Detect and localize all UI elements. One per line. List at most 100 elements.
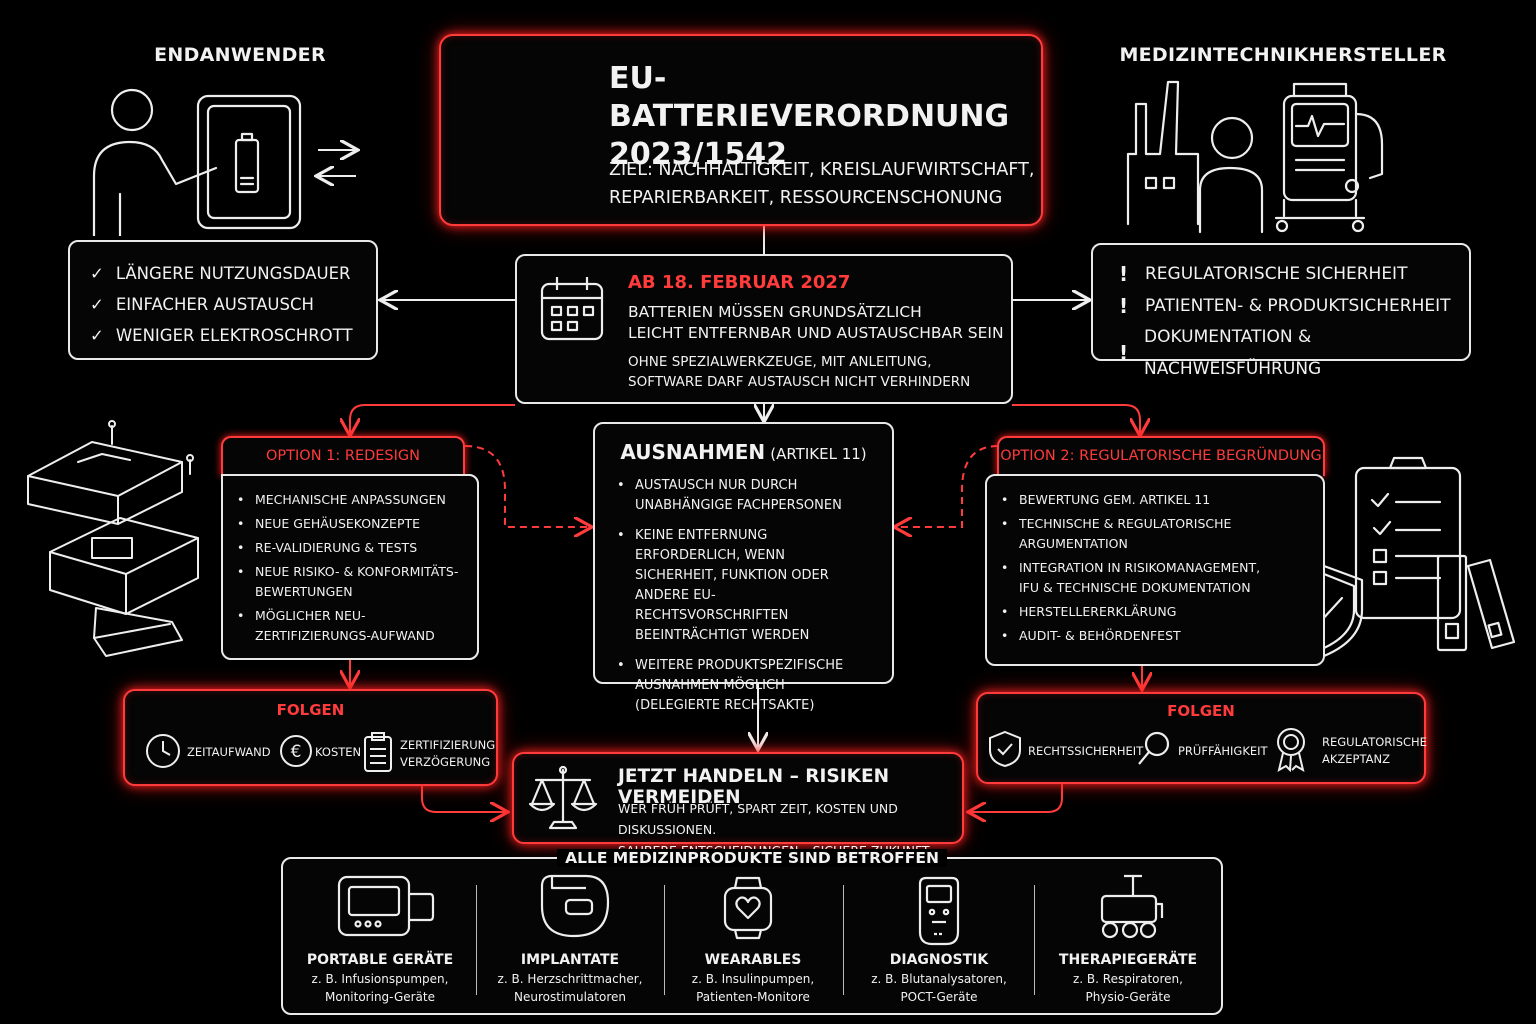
award-icon — [1277, 728, 1305, 772]
product-example-line2: Monitoring-Geräte — [325, 990, 435, 1004]
portable-device-icon — [337, 875, 435, 937]
product-example-line1: z. B. Insulinpumpen, — [691, 972, 815, 986]
calendar-icon — [540, 277, 604, 341]
deadline-line4: SOFTWARE DARF AUSTAUSCH NICHT VERHINDERN — [628, 374, 971, 390]
divider — [664, 885, 665, 995]
end-user-illustration — [92, 88, 302, 236]
option1-tab: OPTION 1: REDESIGN — [221, 436, 465, 476]
divider — [843, 885, 844, 995]
consequences2-title: FOLGEN — [1167, 702, 1235, 720]
manufacturer-heading: MEDIZINTECHNIKHERSTELLER — [1119, 44, 1447, 66]
end-user-heading: ENDANWENDER — [154, 44, 326, 66]
option1-title: OPTION 1: REDESIGN — [265, 448, 420, 464]
wearable-watch-icon — [723, 876, 773, 940]
list-item: HERSTELLERERKLÄRUNG — [1001, 602, 1271, 622]
therapy-device-icon — [1100, 874, 1164, 939]
exclamation-icon: ! — [1119, 340, 1129, 365]
option1-box: MECHANISCHE ANPASSUNGEN NEUE GEHÄUSEKONZE… — [221, 474, 479, 660]
consequences1-title: FOLGEN — [276, 701, 345, 719]
list-item: TECHNISCHE & REGULATORISCHE ARGUMENTATIO… — [1001, 514, 1271, 554]
product-example-line1: z. B. Respiratoren, — [1073, 972, 1183, 986]
main-goal-line2: REPARIERBARKEIT, RESSOURCENSCHONUNG — [609, 188, 1003, 208]
deadline-line1: BATTERIEN MÜSSEN GRUNDSÄTZLICH — [628, 303, 922, 321]
device-redesign-illustration — [27, 420, 199, 657]
product-example-line2: Neurostimulatoren — [514, 990, 626, 1004]
clipboard-icon — [364, 732, 392, 772]
checkmark-icon: ✓ — [90, 264, 104, 283]
product-name: THERAPIEGERÄTE — [1058, 952, 1198, 968]
product-name: WEARABLES — [704, 952, 802, 968]
product-example-line1: z. B. Blutanalysatoren, — [871, 972, 1007, 986]
consequence1-label-2: ZERTIFIZIERUNG VERZÖGERUNG — [400, 738, 496, 769]
benefit-item: ✓ EINFACHER AUSTAUSCH — [90, 289, 353, 320]
concern-label: REGULATORISCHE SICHERHEIT — [1145, 264, 1408, 284]
checkmark-icon: ✓ — [90, 295, 104, 314]
list-item: WEITERE PRODUKTSPEZIFISCHE AUSNAHMEN MÖG… — [617, 656, 855, 716]
consequence2-label-0: RECHTSSICHERHEIT — [1028, 744, 1144, 758]
consequences1-box: FOLGEN ZEITAUFWAND € KOSTEN ZERTIFIZIERU… — [123, 689, 498, 786]
shield-check-icon — [989, 730, 1021, 768]
product-example-line1: z. B. Herzschrittmacher, — [497, 972, 643, 986]
main-regulation-box: EU-BATTERIEVERORDNUNG 2023/1542 ZIEL: NA… — [439, 34, 1043, 226]
benefit-item: ✓ WENIGER ELEKTROSCHROTT — [90, 320, 353, 351]
benefit-label: LÄNGERE NUTZUNGSDAUER — [115, 264, 351, 283]
benefit-label: WENIGER ELEKTROSCHROTT — [115, 326, 353, 345]
exceptions-title-suffix: (ARTIKEL 11) — [770, 445, 867, 463]
end-user-benefits-box: ✓ LÄNGERE NUTZUNGSDAUER ✓ EINFACHER AUSTAUS… — [68, 240, 378, 360]
product-category: PORTABLE GERÄTE z. B. Infusionspumpen, M… — [288, 952, 472, 1006]
option2-title: OPTION 2: REGULATORISCHE BEGRÜNDUNG — [1000, 448, 1322, 464]
exceptions-title: AUSNAHMEN — [620, 440, 766, 464]
list-item: NEUE GEHÄUSEKONZEPTE — [237, 514, 467, 534]
product-example-line2: Physio-Geräte — [1085, 990, 1171, 1004]
concern-item: ! PATIENTEN- & PRODUKTSICHERHEIT — [1119, 291, 1469, 323]
exclamation-icon: ! — [1119, 293, 1129, 318]
list-item: MÖGLICHER NEU-ZERTIFIZIERUNGS-AUFWAND — [237, 606, 467, 646]
divider — [476, 885, 477, 995]
list-item: KEINE ENTFERNUNG ERFORDERLICH, WENN SICH… — [617, 526, 855, 646]
benefit-item: ✓ LÄNGERE NUTZUNGSDAUER — [90, 258, 353, 289]
list-item: BEWERTUNG GEM. ARTIKEL 11 — [1001, 490, 1271, 510]
concern-item: ! REGULATORISCHE SICHERHEIT — [1119, 259, 1469, 291]
consequence2-label-2: REGULATORISCHE AKZEPTANZ — [1322, 735, 1427, 766]
implant-icon — [540, 874, 610, 938]
option2-box: BEWERTUNG GEM. ARTIKEL 11 TECHNISCHE & RE… — [985, 474, 1325, 666]
consequence2-label-1: PRÜFFÄHIGKEIT — [1178, 744, 1268, 758]
product-name: PORTABLE GERÄTE — [306, 952, 454, 968]
manufacturer-concerns-box: ! REGULATORISCHE SICHERHEIT! PATIENTEN- & … — [1091, 243, 1471, 379]
concern-label: PATIENTEN- & PRODUKTSICHERHEIT — [1145, 295, 1451, 316]
main-title-line2: 2023/1542 — [609, 137, 787, 172]
benefit-label: EINFACHER AUSTAUSCH — [115, 295, 314, 314]
product-example-line1: z. B. Infusionspumpen, — [311, 972, 449, 986]
divider — [1034, 885, 1035, 995]
euro-icon: € — [280, 735, 312, 767]
deadline-line3: OHNE SPEZIALWERKZEUGE, MIT ANLEITUNG, — [628, 354, 932, 370]
exclamation-icon: ! — [1119, 262, 1129, 286]
consequence1-label-1: KOSTEN — [315, 745, 362, 759]
product-category: IMPLANTATE z. B. Herzschrittmacher, Neur… — [478, 952, 662, 1006]
product-category: THERAPIEGERÄTE z. B. Respiratoren, Physi… — [1036, 952, 1220, 1006]
consequences2-box: FOLGEN RECHTSSICHERHEIT PRÜFFÄHIGKEIT RE… — [976, 692, 1427, 784]
concern-label: DOKUMENTATION & NACHWEISFÜHRUNG — [1144, 327, 1322, 379]
affected-products-box: ALLE MEDIZINPRODUKTE SIND BETROFFEN — [281, 849, 1223, 1015]
product-name: DIAGNOSTIK — [889, 952, 989, 968]
list-item: MECHANISCHE ANPASSUNGEN — [237, 490, 467, 510]
product-category: WEARABLES z. B. Insulinpumpen, Patienten… — [661, 952, 845, 1006]
option2-tab: OPTION 2: REGULATORISCHE BEGRÜNDUNG — [997, 436, 1325, 476]
product-example-line2: Patienten-Monitore — [696, 990, 810, 1004]
products-heading: ALLE MEDIZINPRODUKTE SIND BETROFFEN — [557, 849, 947, 867]
checkmark-icon: ✓ — [90, 326, 104, 345]
list-item: INTEGRATION IN RISIKOMANAGEMENT, IFU & T… — [1001, 558, 1271, 598]
manufacturer-illustration — [1126, 80, 1384, 234]
list-item: AUSTAUSCH NUR DURCH UNABHÄNGIGE FACHPERS… — [617, 476, 855, 516]
list-item: AUDIT- & BEHÖRDENFEST — [1001, 626, 1271, 646]
main-title-line1: EU-BATTERIEVERORDNUNG — [609, 61, 1010, 134]
exceptions-box: AUSNAHMEN (ARTIKEL 11) AUSTAUSCH NUR DUR… — [593, 422, 894, 713]
action-title: JETZT HANDELN – RISIKEN VERMEIDEN — [618, 766, 890, 808]
product-name: IMPLANTATE — [520, 952, 620, 968]
diagnostic-device-icon — [918, 876, 960, 946]
call-to-action-box: JETZT HANDELN – RISIKEN VERMEIDEN WER FR… — [512, 752, 964, 858]
scales-icon — [528, 765, 598, 830]
deadline-date: AB 18. FEBRUAR 2027 — [628, 272, 851, 293]
list-item: RE-VALIDIERUNG & TESTS — [237, 538, 467, 558]
